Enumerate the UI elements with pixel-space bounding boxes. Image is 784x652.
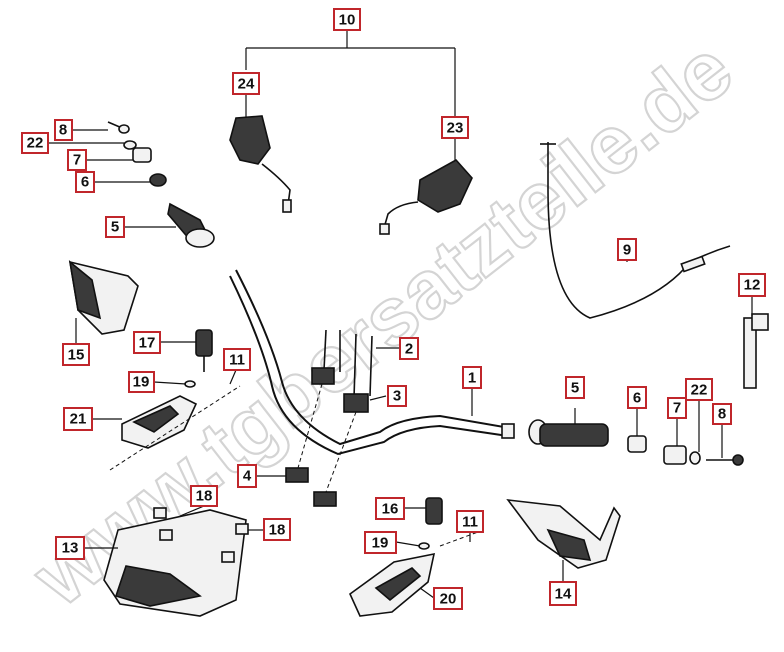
mirror-right xyxy=(379,158,473,235)
callout-19-right: 19 xyxy=(364,531,397,554)
callout-18-left: 18 xyxy=(190,485,218,507)
callout-5-right: 5 xyxy=(565,376,585,399)
svg-text:8: 8 xyxy=(718,406,726,423)
svg-text:13: 13 xyxy=(62,540,79,557)
callout-8-left: 8 xyxy=(54,119,73,141)
callout-13: 13 xyxy=(55,536,85,560)
svg-text:10: 10 xyxy=(339,12,356,29)
svg-text:5: 5 xyxy=(571,380,579,397)
svg-text:18: 18 xyxy=(269,522,286,539)
callout-23: 23 xyxy=(441,116,469,139)
svg-text:7: 7 xyxy=(73,152,81,169)
callout-1: 1 xyxy=(462,366,482,389)
svg-text:8: 8 xyxy=(59,122,67,139)
switch-left xyxy=(109,329,241,471)
callout-7-right: 7 xyxy=(667,397,687,419)
svg-text:18: 18 xyxy=(196,488,213,505)
callout-12: 12 xyxy=(738,273,766,297)
callout-11-right: 11 xyxy=(456,510,484,533)
svg-text:12: 12 xyxy=(744,277,761,294)
svg-text:6: 6 xyxy=(633,390,641,407)
svg-text:23: 23 xyxy=(447,120,464,137)
svg-text:3: 3 xyxy=(393,388,401,405)
callout-18-right: 18 xyxy=(263,518,291,541)
svg-text:7: 7 xyxy=(673,400,681,417)
clamp-bolts xyxy=(285,329,373,507)
headlight-cover xyxy=(103,507,249,617)
callout-8-right: 8 xyxy=(712,403,732,425)
callout-5-left: 5 xyxy=(105,216,125,238)
callout-22-right: 22 xyxy=(685,378,713,401)
callout-21: 21 xyxy=(63,407,93,431)
callout-10: 10 xyxy=(333,8,361,31)
callout-22-left: 22 xyxy=(21,132,49,154)
callout-15: 15 xyxy=(62,343,90,366)
callout-6-right: 6 xyxy=(627,386,647,409)
svg-text:1: 1 xyxy=(468,370,476,387)
callout-16: 16 xyxy=(375,497,405,520)
svg-text:6: 6 xyxy=(81,174,89,191)
callout-2: 2 xyxy=(399,337,419,360)
callout-7-left: 7 xyxy=(67,149,87,171)
svg-text:22: 22 xyxy=(27,135,44,152)
bracket-10 xyxy=(245,30,456,116)
svg-text:5: 5 xyxy=(111,219,119,236)
callout-24: 24 xyxy=(232,72,260,95)
svg-text:16: 16 xyxy=(382,501,399,518)
svg-text:14: 14 xyxy=(555,586,572,603)
callout-3: 3 xyxy=(387,385,407,407)
hand-guard-right xyxy=(506,498,621,569)
svg-text:21: 21 xyxy=(70,411,87,428)
callout-17: 17 xyxy=(133,331,161,354)
svg-text:24: 24 xyxy=(238,76,255,93)
svg-text:15: 15 xyxy=(68,347,85,364)
left-bar-end-parts xyxy=(107,121,215,248)
svg-text:11: 11 xyxy=(462,514,478,531)
svg-text:19: 19 xyxy=(372,535,389,552)
switch-right xyxy=(349,497,479,617)
svg-text:4: 4 xyxy=(243,468,252,485)
hand-guard-left xyxy=(68,260,139,335)
svg-text:2: 2 xyxy=(405,341,413,358)
svg-text:22: 22 xyxy=(691,382,708,399)
cable-tie xyxy=(743,313,769,389)
callout-19-left: 19 xyxy=(128,371,155,393)
callout-4: 4 xyxy=(237,464,257,488)
handlebar xyxy=(229,269,515,456)
callout-20: 20 xyxy=(433,587,463,610)
callout-11-left: 11 xyxy=(223,348,251,371)
callout-9: 9 xyxy=(617,238,637,261)
throttle-cable xyxy=(540,142,731,319)
svg-text:9: 9 xyxy=(623,242,631,259)
callout-6-left: 6 xyxy=(75,171,95,193)
leader-lines xyxy=(48,94,753,599)
svg-text:19: 19 xyxy=(133,374,150,391)
callout-14: 14 xyxy=(549,581,577,606)
svg-text:11: 11 xyxy=(229,352,245,369)
svg-text:20: 20 xyxy=(440,591,457,608)
right-bar-end-parts xyxy=(528,419,744,466)
svg-text:17: 17 xyxy=(139,335,156,352)
mirror-left xyxy=(229,115,292,213)
